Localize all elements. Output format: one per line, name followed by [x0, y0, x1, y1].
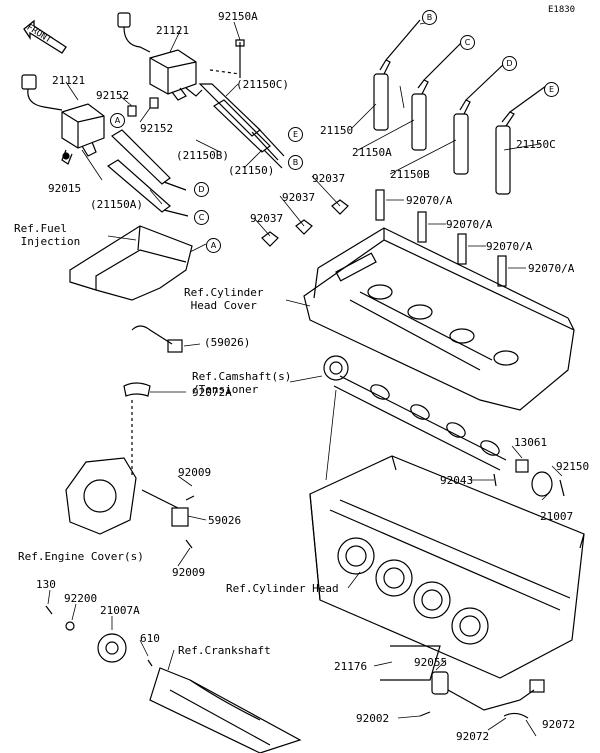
- diagram-code: E1830: [548, 5, 576, 15]
- part-label-21150b-paren: (21150B): [176, 149, 229, 162]
- bolt-92150: [559, 479, 565, 497]
- part-label-92072-b: 92072: [542, 718, 576, 731]
- callout-b-top: B: [422, 10, 437, 25]
- part-label-92200: 92200: [64, 592, 98, 605]
- part-label-92072a: 92072A: [192, 386, 232, 399]
- part-label-92037-b: 92037: [282, 191, 316, 204]
- part-label-92037-a: 92037: [250, 212, 284, 225]
- ignition-coil-upper: [117, 12, 203, 101]
- part-label-92152-b: 92152: [140, 122, 174, 135]
- part-label-92002: 92002: [356, 712, 390, 725]
- plug-wires: [373, 19, 547, 195]
- crankshaft-area: [45, 605, 302, 753]
- part-label-92070a-4: 92070/A: [528, 262, 575, 275]
- part-label-21150a: 21150A: [352, 146, 392, 159]
- part-label-59026: 59026: [208, 514, 242, 527]
- bolt-92150a: [235, 39, 245, 78]
- part-label-21121-upper: 21121: [156, 24, 190, 37]
- ref-cylinder-head-cover: Ref.Cylinder Head Cover: [184, 286, 264, 312]
- callout-d-top: D: [502, 56, 517, 71]
- part-label-130: 130: [36, 578, 56, 591]
- cap-92152-a: [127, 105, 137, 117]
- fuel-injection-bracket: [69, 225, 193, 301]
- part-label-92037-c: 92037: [312, 172, 346, 185]
- ref-engine-covers: Ref.Engine Cover(s): [18, 550, 144, 563]
- part-label-92009-b: 92009: [172, 566, 206, 579]
- callout-a-bracket: A: [206, 238, 221, 253]
- part-label-92072-a: 92072: [456, 730, 490, 743]
- cylinder-head-cover: [303, 227, 575, 411]
- camshaft: [323, 355, 507, 471]
- ref-camshaft-tensioner: Ref.Camshaft(s) /Tensioner: [192, 370, 292, 396]
- part-label-92009-a: 92009: [178, 466, 212, 479]
- part-label-21121-lower: 21121: [52, 74, 86, 87]
- part-label-92070a-2: 92070/A: [446, 218, 493, 231]
- part-label-92150a: 92150A: [218, 10, 258, 23]
- part-label-21150c-paren: (21150C): [236, 78, 289, 91]
- callout-a-coil: A: [110, 113, 125, 128]
- ref-fuel-injection: Ref.Fuel Injection: [14, 222, 81, 248]
- cap-92152-b: [149, 97, 159, 109]
- part-label-21150a-paren: (21150A): [90, 198, 143, 211]
- cylinder-head: [309, 455, 585, 679]
- callout-c-top: C: [460, 35, 475, 50]
- callout-b-coil: B: [288, 155, 303, 170]
- ref-crankshaft: Ref.Crankshaft: [178, 644, 271, 657]
- coil-plug-caps: [106, 83, 285, 217]
- callout-c-coil: C: [194, 210, 209, 225]
- part-label-21150b: 21150B: [390, 168, 430, 181]
- engine-cover-pickup: [65, 325, 195, 549]
- part-label-92070a-1: 92070/A: [406, 194, 453, 207]
- ignition-coil-lower: [21, 74, 105, 165]
- front-arrow-icon: [23, 19, 67, 54]
- part-label-92015: 92015: [48, 182, 82, 195]
- part-label-21150: 21150: [320, 124, 354, 137]
- callout-e-coil: E: [288, 127, 303, 142]
- ref-cylinder-head: Ref.Cylinder Head: [226, 582, 339, 595]
- part-label-13061: 13061: [514, 436, 548, 449]
- part-label-21150-paren: (21150): [228, 164, 275, 177]
- pin-92043: [493, 473, 497, 487]
- sensor-21176: [380, 645, 545, 719]
- part-label-92152-a: 92152: [96, 89, 130, 102]
- part-label-21176: 21176: [334, 660, 368, 673]
- part-label-21007: 21007: [540, 510, 574, 523]
- sprocket-21007: [531, 471, 553, 497]
- part-label-610: 610: [140, 632, 160, 645]
- part-label-92055: 92055: [414, 656, 448, 669]
- part-13061: [515, 459, 529, 473]
- part-label-92070a-3: 92070/A: [486, 240, 533, 253]
- part-label-92043: 92043: [440, 474, 474, 487]
- clamps-92037: [261, 199, 349, 247]
- callout-e-top: E: [544, 82, 559, 97]
- part-label-21007a: 21007A: [100, 604, 140, 617]
- part-label-92150: 92150: [556, 460, 590, 473]
- part-label-59026-paren: (59026): [204, 336, 251, 349]
- callout-d-coil: D: [194, 182, 209, 197]
- part-label-21150c: 21150C: [516, 138, 556, 151]
